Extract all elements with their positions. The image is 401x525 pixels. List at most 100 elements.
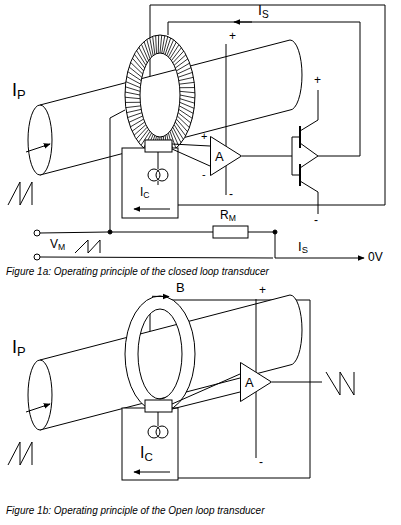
polarity-sign: - [314,214,318,228]
signal-letter: V [50,237,58,251]
amplifier-outline [210,136,242,176]
signal-name: IC [140,186,150,200]
signal-letter: I [12,80,17,100]
wound-toroid-core [160,35,162,53]
signal-name: IP [12,80,26,102]
wound-toroid-core [158,35,159,53]
wound-toroid-core [134,125,146,136]
hall-element-mount [145,400,172,412]
amplifier-outline [211,137,242,176]
wound-toroid-core [179,82,194,84]
signal-wire [326,372,354,395]
signal-wire [256,392,257,458]
push-pull-transistors [300,143,318,156]
primary-current-arrow [26,144,50,152]
signal-subscript: M [229,213,236,223]
signal-letter: I [12,337,17,357]
wound-toroid-core [155,35,157,53]
amplifier-outline [241,363,272,402]
signal-letter: I [140,185,143,199]
primary-current-arrow [26,404,50,412]
wound-toroid-core [125,102,140,103]
wound-toroid-core [180,87,195,88]
wound-toroid-core [129,67,142,77]
primary-current-arrow [8,182,32,205]
polarity-sign: + [229,30,236,44]
secondary-current-wire [213,226,248,238]
wound-toroid-core [144,42,150,59]
measure-leads [40,257,273,258]
wound-toroid-core [127,109,142,112]
push-pull-transistors [292,137,293,175]
amplifier-label: A [245,376,254,389]
push-pull-transistors [299,126,301,148]
push-pull-transistors [300,90,318,131]
hall-element-mount [122,400,178,480]
push-pull-transistors [292,175,300,176]
signal-subscript: C [143,190,149,200]
magnetic-core [152,296,169,297]
wound-toroid-core [125,35,195,155]
polarity-sign: B [176,281,185,296]
signal-subscript: C [144,451,152,463]
figure-caption: Figure 1b: Operating principle of the Op… [6,505,265,517]
secondary-current-wire [234,22,252,23]
polarity-sign: - [259,456,263,470]
primary-current-arrow [8,404,50,465]
wound-toroid-core [180,95,195,98]
polarity-sign: + [201,130,207,143]
wound-toroid-core [153,36,155,54]
hall-element-mount [158,152,159,169]
signal-wire [272,382,322,383]
wound-toroid-core [179,77,194,80]
polarity-sign: - [229,188,233,202]
hall-element-mount [122,408,178,480]
amplifier-triangle: A [240,362,272,402]
polarity-sign: + [314,74,321,88]
signal-wire [256,299,257,372]
polarity-sign: 0V [368,251,383,265]
wound-toroid-core [176,63,189,71]
wound-toroid-core [175,59,188,68]
signal-wire [242,156,292,157]
signal-subscript: S [302,245,308,255]
magnetic-core [125,296,195,412]
wound-toroid-core [150,38,153,56]
wound-toroid-core [179,109,192,118]
measure-leads [34,230,40,236]
wound-toroid-core [179,106,193,114]
wound-toroid-core [178,72,192,77]
hall-element-mount [122,148,178,218]
wound-toroid-core [132,122,145,131]
amplifier-outline [240,362,272,402]
wound-toroid-core [126,106,141,108]
hall-element-mount [156,169,168,181]
wound-toroid-core [125,87,140,92]
measure-leads [34,254,40,260]
secondary-current-wire [108,230,112,234]
polarity-sign: + [259,284,266,298]
signal-letter: I [298,239,302,254]
wound-toroid-core [125,92,140,95]
wound-toroid-core [180,99,195,104]
secondary-current-wire [248,232,275,233]
wound-toroid-core [127,77,141,85]
push-pull-transistors [292,90,318,214]
signal-name: IS [258,2,269,20]
hall-element-mount [134,209,170,210]
hall-element-mount [158,412,159,426]
push-pull-transistors [292,137,300,138]
secondary-current-wire [168,22,360,156]
signal-subscript: M [58,242,65,252]
signal-name: IP [12,337,26,359]
push-pull-transistors [300,181,318,214]
signal-letter: I [140,444,144,461]
magnetic-core [125,296,195,412]
signal-wire [172,392,240,409]
primary-conductor [40,295,302,430]
wound-toroid-core [125,35,195,155]
signal-name: VM [50,238,65,252]
signal-wire [172,44,292,195]
